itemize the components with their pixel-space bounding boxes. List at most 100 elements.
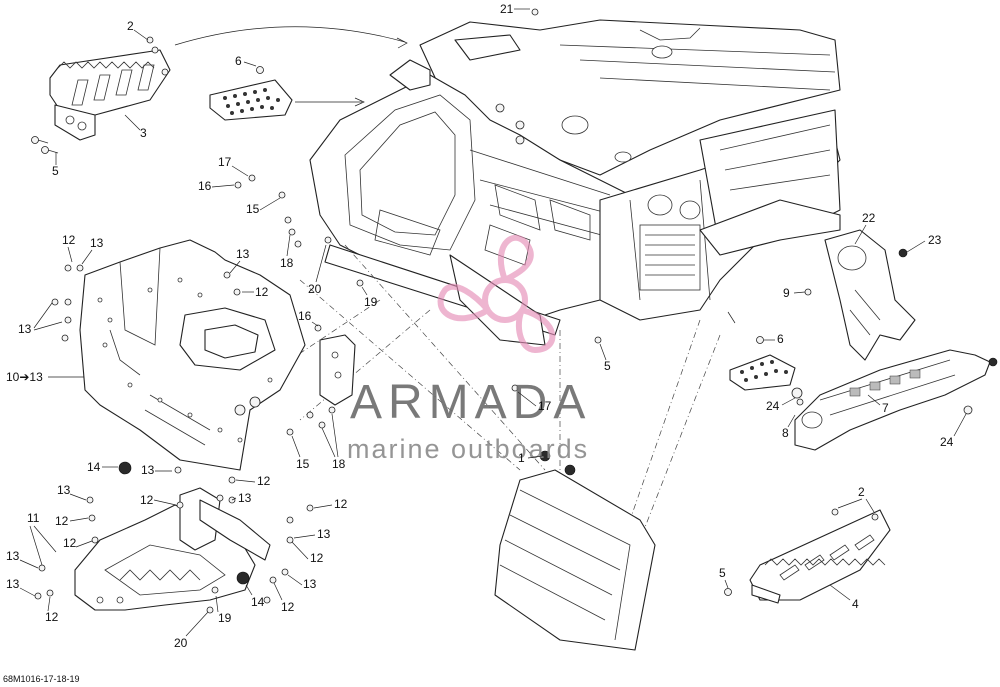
svg-text:18: 18 <box>280 256 294 270</box>
svg-text:23: 23 <box>928 233 942 247</box>
callout: 12 <box>55 514 89 528</box>
callout: 2 <box>127 19 149 41</box>
callout: 18 <box>321 413 346 471</box>
svg-text:21: 21 <box>500 2 514 16</box>
svg-text:16: 16 <box>198 179 212 193</box>
callout: 13 <box>57 483 87 501</box>
svg-text:24: 24 <box>940 435 954 449</box>
fasteners <box>34 8 812 614</box>
svg-text:2: 2 <box>858 485 865 499</box>
svg-text:3: 3 <box>140 126 147 140</box>
svg-text:12: 12 <box>45 610 59 624</box>
callout: 14 <box>87 460 118 474</box>
callout: 5 <box>599 343 611 373</box>
callout: 14 <box>245 584 265 609</box>
callout: 12 <box>63 536 93 550</box>
rear-bracket-22 <box>824 229 916 361</box>
tread-pad-top <box>209 66 293 121</box>
svg-text:13: 13 <box>236 247 250 261</box>
callout: 12 <box>291 541 324 565</box>
callout: 7 <box>867 394 889 415</box>
callout: 13 <box>6 577 36 597</box>
svg-text:13: 13 <box>141 463 155 477</box>
bracket-item-16 <box>319 334 356 406</box>
callout: 11 <box>27 511 57 566</box>
callout-labels: 21 2 6 3 5 17 16 15 18 20 19 12 13 13 12… <box>6 2 967 650</box>
callout: 15 <box>246 197 281 216</box>
callout: 24 <box>940 413 967 449</box>
heat-exchanger <box>494 450 656 651</box>
svg-text:12: 12 <box>140 493 154 507</box>
svg-text:12: 12 <box>281 600 295 614</box>
svg-text:12: 12 <box>255 285 269 299</box>
svg-text:13: 13 <box>303 577 317 591</box>
svg-text:6: 6 <box>235 54 242 68</box>
svg-text:5: 5 <box>52 164 59 178</box>
svg-text:11: 11 <box>27 511 40 525</box>
svg-text:22: 22 <box>862 211 876 225</box>
callout: 6 <box>764 332 784 346</box>
callout: 13 <box>18 302 63 336</box>
callout: 13 <box>6 549 39 569</box>
grommet-item-14-top <box>118 461 132 475</box>
watermark-tagline: marine outboards <box>347 434 589 464</box>
footrest-left <box>49 46 171 141</box>
callout: 12 <box>242 285 269 299</box>
svg-text:13: 13 <box>6 549 20 563</box>
svg-text:13: 13 <box>317 527 331 541</box>
callout: 16 <box>198 179 235 193</box>
callout: 5 <box>719 566 729 589</box>
svg-text:12: 12 <box>257 474 271 488</box>
callout: 8 <box>782 414 796 440</box>
callout: 10➔13 <box>6 370 84 384</box>
svg-text:13: 13 <box>238 491 252 505</box>
svg-text:6: 6 <box>777 332 784 346</box>
callout: 22 <box>854 211 876 245</box>
callout: 12 <box>313 497 348 511</box>
svg-text:8: 8 <box>782 426 789 440</box>
callout: 12 <box>45 596 59 624</box>
svg-text:13: 13 <box>57 483 71 497</box>
svg-text:17: 17 <box>218 155 232 169</box>
callout: 19 <box>361 286 378 309</box>
svg-text:12: 12 <box>62 233 76 247</box>
svg-text:5: 5 <box>604 359 611 373</box>
callout: 17 <box>218 155 249 177</box>
svg-text:12: 12 <box>334 497 348 511</box>
callout: 13 <box>229 247 250 274</box>
assembly-arrows <box>174 26 736 324</box>
svg-text:12: 12 <box>63 536 77 550</box>
callout: 6 <box>235 54 257 68</box>
main-chassis-frame <box>309 19 841 346</box>
callout: 1 <box>518 451 543 465</box>
callout: 20 <box>174 611 209 650</box>
svg-text:18: 18 <box>332 457 346 471</box>
watermark: ARMADA marine outboards <box>347 234 589 464</box>
svg-text:13: 13 <box>6 577 20 591</box>
svg-text:15: 15 <box>246 202 260 216</box>
callout: 17 <box>517 391 552 413</box>
callout: 16 <box>298 309 319 327</box>
support-bracket-11 <box>74 487 271 611</box>
svg-text:2: 2 <box>127 19 134 33</box>
callout: 19 <box>215 595 232 625</box>
callout: 2 <box>837 485 875 513</box>
callout: 5 <box>52 152 59 178</box>
svg-text:19: 19 <box>218 611 232 625</box>
svg-text:12: 12 <box>55 514 69 528</box>
svg-text:15: 15 <box>296 457 310 471</box>
tread-pad-right <box>729 336 796 391</box>
svg-text:7: 7 <box>882 401 889 415</box>
svg-text:10➔13: 10➔13 <box>6 370 43 384</box>
callout: 3 <box>124 114 147 140</box>
svg-text:5: 5 <box>719 566 726 580</box>
callout: 13 <box>81 236 104 265</box>
footrest-right <box>724 508 891 604</box>
rear-brace-7 <box>794 349 998 451</box>
callout: 12 <box>140 493 177 507</box>
svg-text:1: 1 <box>518 451 525 465</box>
callout: 18 <box>280 234 294 270</box>
svg-text:20: 20 <box>174 636 188 650</box>
callout: 23 <box>906 233 942 253</box>
callout: 21 <box>500 2 530 16</box>
